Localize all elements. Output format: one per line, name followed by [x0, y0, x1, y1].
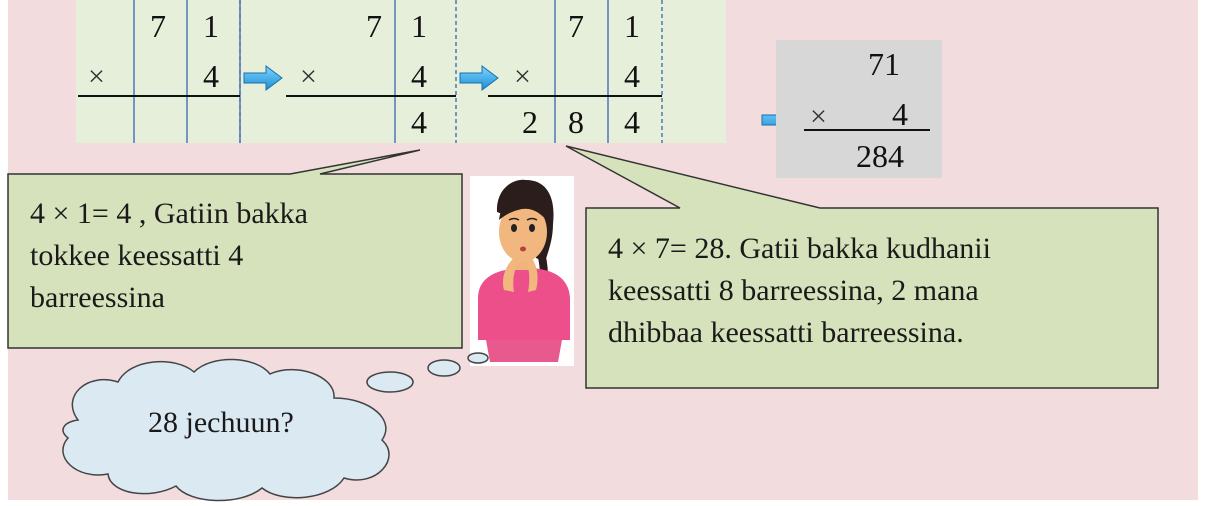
- step3-result-hundreds: 2: [522, 104, 538, 141]
- step3-tens-digit: 7: [568, 8, 584, 45]
- right-bubble-line: dhibbaa keessatti barreessina.: [608, 312, 991, 354]
- step1-tens-digit: 7: [150, 8, 166, 45]
- final-product: 284: [856, 138, 904, 175]
- left-bubble-line: 4 × 1= 4 , Gatiin bakka: [30, 193, 308, 235]
- step2-multiplier: 4: [411, 58, 427, 95]
- girl-thinking-illustration: [470, 176, 574, 366]
- left-bubble-line: tokkee keessatti 4: [30, 235, 308, 277]
- step3-result-ones: 4: [624, 104, 640, 141]
- step2-times-sign: ×: [300, 60, 317, 94]
- final-top-number: 71: [868, 46, 900, 83]
- left-bubble-line: barreessina: [30, 277, 308, 319]
- step1-multiplier: 4: [203, 58, 219, 95]
- step2-tens-digit: 7: [366, 8, 382, 45]
- step3-times-sign: ×: [514, 60, 531, 94]
- right-bubble-line: 4 × 7= 28. Gatii bakka kudhanii: [608, 228, 991, 270]
- final-times-sign: ×: [810, 100, 827, 134]
- step3-multiplier: 4: [624, 58, 640, 95]
- final-multiplier: 4: [892, 96, 908, 133]
- step2-ones-digit: 1: [411, 8, 427, 45]
- thought-text: 28 jechuun?: [148, 406, 294, 440]
- left-bubble-text: 4 × 1= 4 , Gatiin bakka tokkee keessatti…: [30, 193, 308, 319]
- right-bubble-line: keessatti 8 barreessina, 2 mana: [608, 270, 991, 312]
- step2-result-ones: 4: [411, 104, 427, 141]
- right-bubble-text: 4 × 7= 28. Gatii bakka kudhanii keessatt…: [608, 228, 991, 354]
- step1-times-sign: ×: [88, 60, 105, 94]
- step1-ones-digit: 1: [203, 8, 219, 45]
- step3-result-tens: 8: [568, 104, 584, 141]
- step3-ones-digit: 1: [624, 8, 640, 45]
